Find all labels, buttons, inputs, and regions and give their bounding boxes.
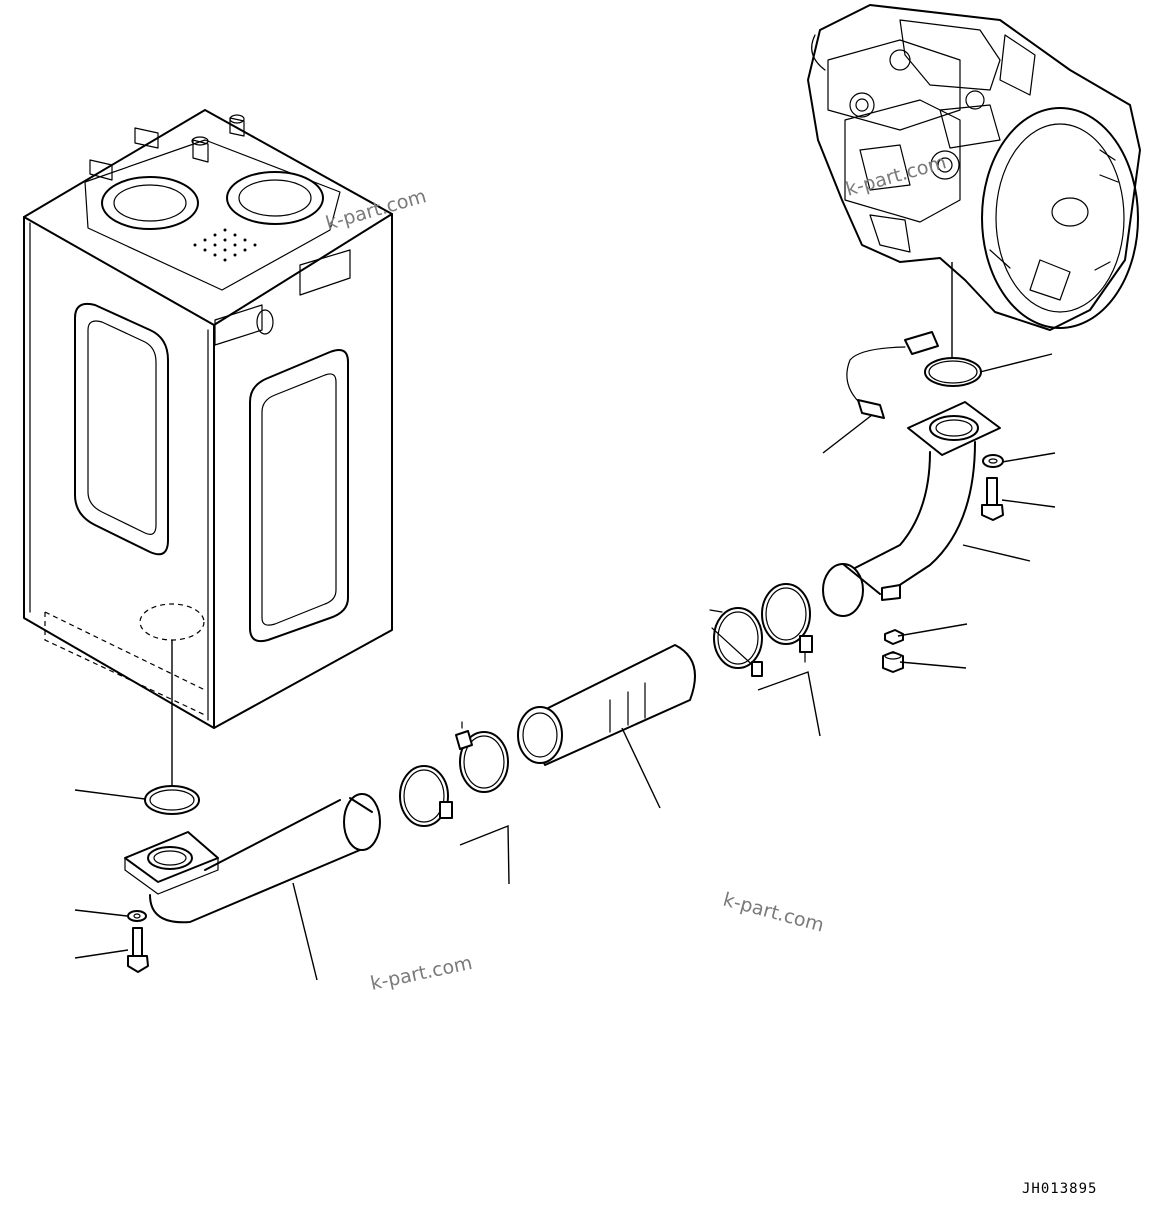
suction-pipe-elbow-right bbox=[822, 401, 1001, 617]
watermark: k-part.com bbox=[368, 952, 474, 995]
hose-clamp-left-b bbox=[455, 721, 509, 793]
callout-leaders bbox=[74, 353, 1056, 981]
bolt-left bbox=[127, 927, 149, 973]
drawing-code: JH013895 bbox=[1022, 1181, 1098, 1197]
vent-dots bbox=[193, 228, 257, 262]
o-ring-right bbox=[924, 357, 982, 387]
hose-clamp-left-a bbox=[399, 765, 453, 827]
washer-right bbox=[982, 454, 1004, 468]
watermark: k-part.com bbox=[323, 185, 429, 235]
washer-left bbox=[127, 910, 147, 922]
sensor-harness bbox=[846, 331, 939, 419]
watermark: k-part.com bbox=[843, 151, 949, 201]
plug-right bbox=[884, 629, 904, 645]
nut-right bbox=[882, 651, 904, 673]
hose-clamp-right-b bbox=[761, 583, 813, 663]
hydraulic-pump-assembly bbox=[807, 4, 1141, 331]
suction-hose bbox=[517, 644, 696, 766]
hose-clamp-right-a bbox=[709, 607, 763, 677]
o-ring-left bbox=[144, 785, 200, 815]
watermark: k-part.com bbox=[721, 889, 827, 937]
bolt-right bbox=[981, 477, 1004, 521]
hydraulic-tank bbox=[23, 109, 393, 729]
suction-pipe-elbow-left bbox=[124, 793, 381, 924]
